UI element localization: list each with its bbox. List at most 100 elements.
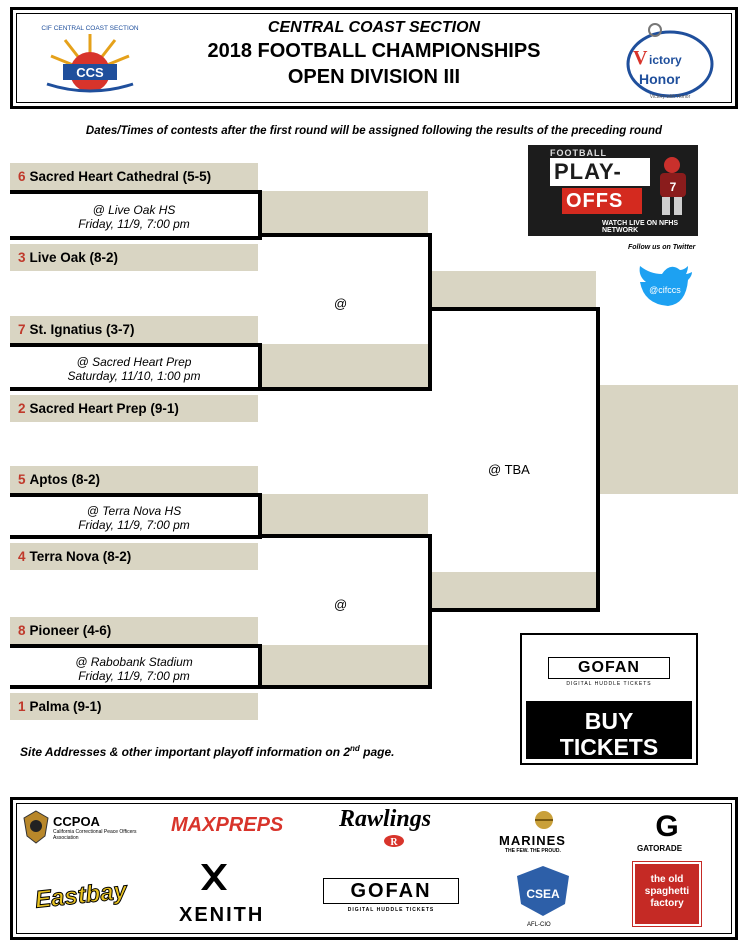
rawlings-logo: Rawlings [339,806,432,832]
team-name: Sacred Heart Cathedral (5-5) [29,169,212,184]
dates-note: Dates/Times of contests after the first … [85,125,663,137]
gatorade-bolt-icon: G [655,810,678,842]
ccpoa-subtitle: California Correctional Peace Officers A… [53,829,137,841]
bracket-line [10,236,262,240]
semifinal-slot [262,494,428,534]
game-venue: @ Live Oak HS [92,203,176,217]
final-slot [432,271,596,307]
semifinal-slot [262,344,428,387]
bracket-line [10,685,262,689]
team-name: Terra Nova (8-2) [29,549,132,564]
semifinal-venue: @ [334,597,348,612]
bracket-line [258,644,262,689]
sponsors-inner-border [16,803,732,934]
svg-text:CSEA: CSEA [526,887,560,901]
gofan-sponsor-tagline: DIGITAL HUDDLE TICKETS [347,907,435,913]
header-box: CCS CIF CENTRAL COAST SECTION CENTRAL CO… [10,7,738,109]
rawlings-r-icon: R [384,835,404,848]
seed-number: 6 [18,169,26,184]
xenith-logo: XENITH [179,904,265,926]
tickets-label: TICKETS [559,734,659,760]
football-player-icon: 7 [660,157,686,215]
champion-slot [600,385,738,494]
victory-with-honor-logo: V ictory Honor Victory with Honor [626,23,714,100]
seed-number: 3 [18,250,26,265]
seed-number: 2 [18,401,26,416]
game-venue: @ Sacred Heart Prep [76,355,192,369]
buy-label: BUY [584,708,634,734]
csea-logo: CSEA [517,866,569,916]
site-address-note: Site Addresses & other important playoff… [20,744,395,759]
marines-tagline: THE FEW. THE PROUD. [505,848,561,854]
team-slot [10,316,258,343]
game-time: Friday, 11/9, 7:00 pm [78,518,190,532]
bracket-line [10,190,262,194]
bracket-line [262,685,432,689]
team-name: Sacred Heart Prep (9-1) [29,401,179,416]
old-spaghetti-factory-logo: the old spaghetti factory [632,861,702,927]
game-time: Friday, 11/9, 7:00 pm [78,217,190,231]
team-name: Live Oak (8-2) [29,250,119,265]
final-slot [432,572,596,608]
svg-text:7: 7 [670,180,677,194]
bracket-line [10,387,262,391]
twitter-follow-label: Follow us on Twitter [628,244,696,251]
bracket-line [10,343,262,347]
svg-text:R: R [390,837,398,848]
game-time: Saturday, 11/10, 1:00 pm [67,369,201,383]
team-slot [10,395,258,422]
gatorade-logo: GATORADE [637,844,683,853]
final-venue: @ TBA [488,462,530,477]
gofan-sponsor-logo: GOFAN [323,878,459,904]
team-name: Palma (9-1) [29,699,102,714]
xenith-x-icon [201,864,227,890]
svg-text:G: G [655,810,678,842]
sponsors-box: CCPOA California Correctional Peace Offi… [10,797,738,940]
promo-play-label: PLAY- [550,158,650,186]
game-venue: @ Rabobank Stadium [75,655,193,669]
bracket-line [10,535,262,539]
semifinal-slot [262,191,428,233]
game-venue: @ Terra Nova HS [86,504,182,518]
svg-text:CIF CENTRAL COAST SECTION: CIF CENTRAL COAST SECTION [41,25,138,32]
seed-number: 7 [18,322,26,337]
maxpreps-logo: MAXPREPS [171,814,284,836]
seed-number: 1 [18,699,26,714]
marines-logo: MARINES [499,833,566,848]
team-slot [10,163,258,190]
division-title: OPEN DIVISION III [287,66,461,88]
team-slot [10,543,258,570]
twitter-bird-icon[interactable]: @cifccs [634,262,694,312]
team-name: Aptos (8-2) [29,472,101,487]
ccpoa-logo: CCPOA [53,814,100,829]
semifinal-slot [262,645,428,685]
team-name: St. Ignatius (3-7) [29,322,135,337]
bracket-line [258,190,262,240]
seed-number: 4 [18,549,26,564]
header-inner-border [16,13,732,103]
marines-emblem-icon [535,811,553,829]
bracket-line [10,493,262,497]
svg-text:ictory: ictory [649,53,682,67]
bracket-line [258,343,262,391]
buy-tickets-ad[interactable]: GOFAN DIGITAL HUDDLE TICKETS BUY TICKETS [520,633,698,765]
team-slot [10,466,258,493]
csea-subtitle: AFL-CIO [527,922,551,928]
team-slot [10,244,258,271]
promo-offs-label: OFFS [562,188,642,214]
seed-number: 5 [18,472,26,487]
ccs-logo: CCS CIF CENTRAL COAST SECTION [41,25,139,93]
bracket-line [262,534,432,538]
svg-text:V: V [633,47,648,69]
bracket-line [432,608,600,612]
ccpoa-badge-icon [23,810,49,844]
buy-tickets-button[interactable]: BUY TICKETS [526,701,692,760]
